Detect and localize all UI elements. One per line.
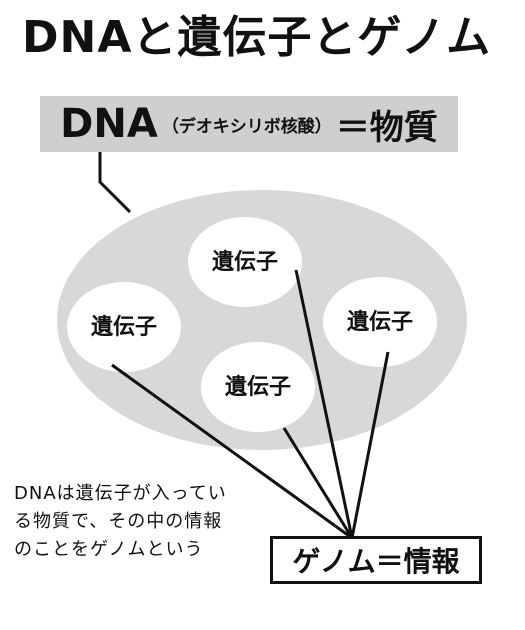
connector-line-left <box>111 363 353 540</box>
page-title: DNAと遺伝子とゲノム <box>22 12 492 63</box>
dna-label-box: DNA （デオキシリボ核酸） ＝物質 <box>40 96 458 152</box>
gene-label-top: 遺伝子 <box>211 250 279 275</box>
dna-ellipse <box>57 190 467 450</box>
dna-term: DNA <box>60 101 158 147</box>
connector-line-bottom <box>282 427 354 539</box>
gene-circle-right <box>323 277 437 367</box>
gene-label-right: 遺伝子 <box>346 310 414 335</box>
connector-line-top <box>294 269 354 539</box>
gene-circle-top <box>188 217 302 307</box>
dna-full-name: （デオキシリボ核酸） <box>161 116 332 137</box>
gene-circle-left <box>67 282 181 372</box>
genome-label-box: ゲノム＝情報 <box>270 536 482 584</box>
caption-text: DNAは遺伝子が入っている物質で、その中の情報のことをゲノムという <box>14 483 227 560</box>
connector-line-right <box>350 351 390 539</box>
gene-label-bottom: 遺伝子 <box>224 375 292 400</box>
dna-definition: ＝物質 <box>335 107 438 148</box>
dna-connector <box>98 152 132 214</box>
gene-label-left: 遺伝子 <box>90 315 158 340</box>
gene-circle-bottom <box>201 342 315 432</box>
